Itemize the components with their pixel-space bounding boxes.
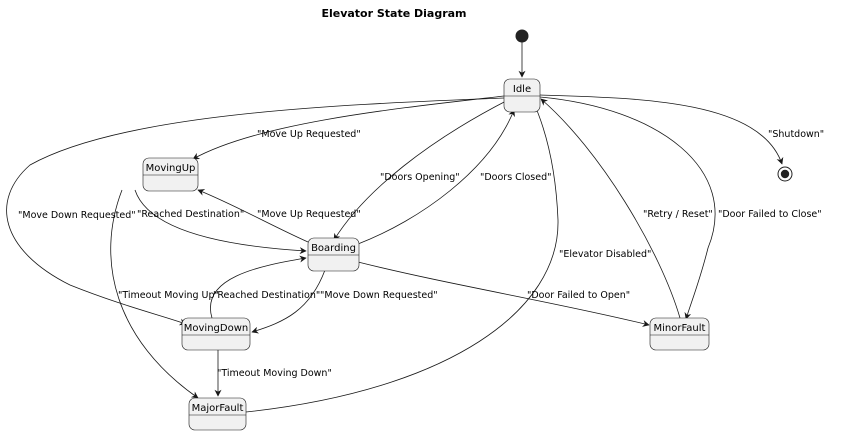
label-shutdown: "Shutdown" (768, 129, 824, 140)
edge-idle-to-movingdown (6, 97, 505, 326)
edge-idle-to-boarding (333, 99, 509, 241)
edge-boarding-to-idle (357, 109, 515, 245)
label-timeout-moving-down: "Timeout Moving Down" (217, 368, 332, 379)
state-movingup-label: MovingUp (146, 163, 196, 174)
label-move-up-requested-boarding: "Move Up Requested" (257, 209, 361, 220)
edge-movingup-to-boarding (134, 189, 307, 255)
state-idle-label: Idle (513, 84, 531, 95)
state-majorfault-label: MajorFault (192, 403, 244, 414)
state-idle: Idle (503, 78, 541, 113)
edge-boarding-to-movingdown (251, 269, 326, 334)
edge-movingdown-to-boarding (210, 255, 307, 319)
label-move-down-requested-boarding: "Move Down Requested" (320, 290, 438, 301)
diagram-title: Elevator State Diagram (321, 7, 466, 20)
label-move-down-requested-idle: "Move Down Requested" (18, 210, 136, 221)
edge-idle-to-minorfault (539, 96, 716, 320)
state-majorfault: MajorFault (188, 397, 247, 431)
label-door-failed-to-close: "Door Failed to Close" (718, 209, 822, 220)
label-reached-destination-up: "Reached Destination" (137, 209, 244, 220)
edge-idle-to-movingup (192, 95, 505, 160)
label-doors-opening: "Doors Opening" (380, 172, 460, 183)
label-timeout-moving-up: "Timeout Moving Up" (118, 290, 219, 301)
state-movingup: MovingUp (142, 157, 199, 192)
edge-boarding-to-minorfault (357, 261, 650, 327)
edge-idle-to-final (539, 94, 784, 165)
label-move-up-requested-idle: "Move Up Requested" (257, 129, 361, 140)
label-door-failed-to-open: "Door Failed to Open" (527, 290, 630, 301)
initial-state-icon (515, 29, 529, 43)
label-doors-closed: "Doors Closed" (480, 172, 551, 183)
final-state-core-icon (780, 169, 790, 179)
state-movingdown-label: MovingDown (184, 323, 248, 334)
state-minorfault-label: MinorFault (654, 323, 706, 334)
state-boarding: Boarding (307, 237, 360, 272)
edge-boarding-to-movingup (197, 189, 309, 243)
state-movingdown: MovingDown (181, 317, 251, 351)
label-retry-reset: "Retry / Reset" (643, 209, 713, 220)
state-minorfault: MinorFault (649, 317, 710, 351)
edge-majorfault-to-idle (245, 100, 559, 413)
edge-movingup-to-majorfault (110, 189, 199, 399)
label-reached-destination-down: "Reached Destination" (213, 290, 320, 301)
edge-minorfault-to-idle (540, 98, 681, 319)
state-boarding-label: Boarding (311, 243, 356, 254)
label-elevator-disabled: "Elevator Disabled" (559, 249, 651, 260)
